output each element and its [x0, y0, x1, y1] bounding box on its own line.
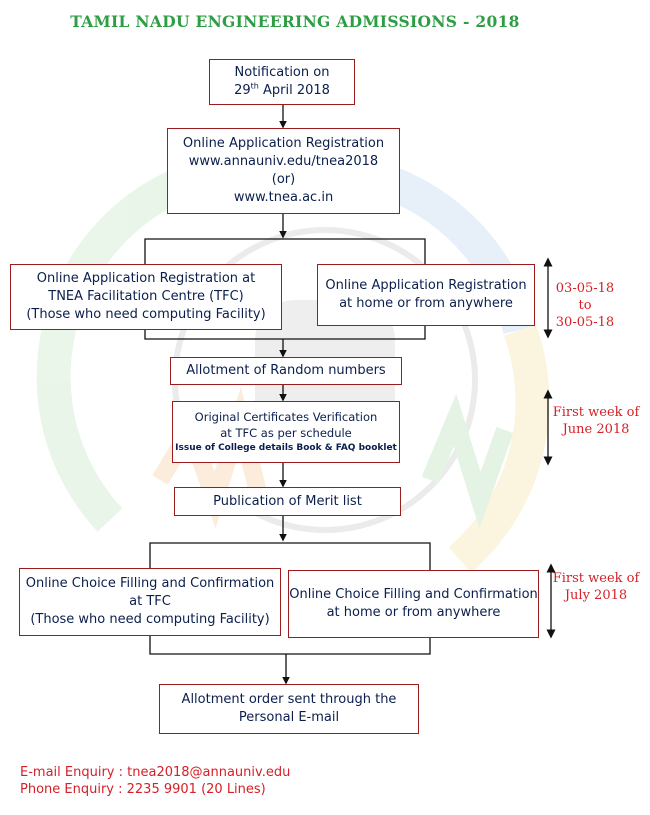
- home-registration-line2: at home or from anywhere: [339, 296, 513, 311]
- choice-schedule-line2: July 2018: [564, 588, 628, 603]
- tfc-registration-line2: TNEA Facilitation Centre (TFC): [48, 289, 244, 304]
- notification-line1: Notification on: [234, 65, 330, 80]
- notification-box: Notification on 29th April 2018: [209, 59, 355, 105]
- verification-line1: Original Certificates Verification: [194, 410, 378, 424]
- email-address[interactable]: tnea2018@annauniv.edu: [127, 765, 291, 780]
- tfc-choice-filling-box: Online Choice Filling and Confirmation a…: [19, 568, 281, 636]
- phone-label: Phone Enquiry :: [20, 782, 127, 797]
- tfc-registration-line1: Online Application Registration at: [36, 271, 256, 286]
- random-numbers-label: Allotment of Random numbers: [186, 363, 386, 378]
- merit-list-box: Publication of Merit list: [174, 487, 401, 516]
- tfc-choice-line3: (Those who need computing Facility): [30, 612, 270, 627]
- allotment-line1: Allotment order sent through the: [181, 692, 397, 707]
- tfc-registration-box: Online Application Registration at TNEA …: [10, 264, 282, 330]
- home-registration-line1: Online Application Registration: [325, 278, 527, 293]
- home-choice-filling-box: Online Choice Filling and Confirmation a…: [288, 570, 539, 638]
- random-numbers-box: Allotment of Random numbers: [170, 357, 402, 385]
- email-enquiry: E-mail Enquiry : tnea2018@annauniv.edu: [20, 764, 290, 782]
- registration-line1: Online Application Registration: [182, 136, 385, 151]
- tfc-registration-line3: (Those who need computing Facility): [26, 307, 266, 322]
- registration-or: (or): [271, 172, 296, 187]
- notification-date: 29th April 2018: [234, 82, 330, 100]
- verification-line3: Issue of College details Book & FAQ book…: [175, 443, 397, 453]
- notification-month-year: April 2018: [258, 83, 330, 98]
- verification-schedule-line2: June 2018: [562, 422, 630, 437]
- phone-number: 2235 9901 (20 Lines): [126, 782, 266, 797]
- allotment-line2: Personal E-mail: [238, 710, 340, 725]
- merit-list-label: Publication of Merit list: [213, 493, 362, 509]
- verification-line2: at TFC as per schedule: [220, 426, 352, 440]
- choice-schedule-line1: First week of: [552, 571, 640, 586]
- allotment-order-box: Allotment order sent through the Persona…: [159, 684, 419, 734]
- home-registration-box: Online Application Registration at home …: [317, 264, 535, 326]
- registration-start-date: 03-05-18: [555, 281, 615, 296]
- registration-schedule: 03-05-18 to 30-05-18: [550, 280, 620, 331]
- notification-day: 29: [234, 83, 251, 98]
- online-registration-box: Online Application Registration www.anna…: [167, 128, 400, 214]
- tfc-choice-line1: Online Choice Filling and Confirmation: [25, 576, 275, 591]
- registration-to: to: [578, 298, 592, 313]
- verification-schedule: First week of June 2018: [551, 404, 641, 438]
- registration-end-date: 30-05-18: [555, 315, 615, 330]
- page-title: TAMIL NADU ENGINEERING ADMISSIONS - 2018: [70, 12, 520, 31]
- registration-url-1: www.annauniv.edu/tnea2018: [188, 154, 379, 169]
- registration-url-2: www.tnea.ac.in: [233, 190, 334, 205]
- phone-enquiry: Phone Enquiry : 2235 9901 (20 Lines): [20, 781, 266, 799]
- notification-day-suffix: th: [250, 81, 259, 91]
- certificate-verification-box: Original Certificates Verification at TF…: [172, 401, 400, 463]
- home-choice-line2: at home or from anywhere: [326, 605, 501, 620]
- tfc-choice-line2: at TFC: [129, 594, 171, 609]
- home-choice-line1: Online Choice Filling and Confirmation: [289, 587, 538, 602]
- verification-schedule-line1: First week of: [552, 405, 640, 420]
- email-label: E-mail Enquiry :: [20, 765, 128, 780]
- choice-schedule: First week of July 2018: [551, 570, 641, 604]
